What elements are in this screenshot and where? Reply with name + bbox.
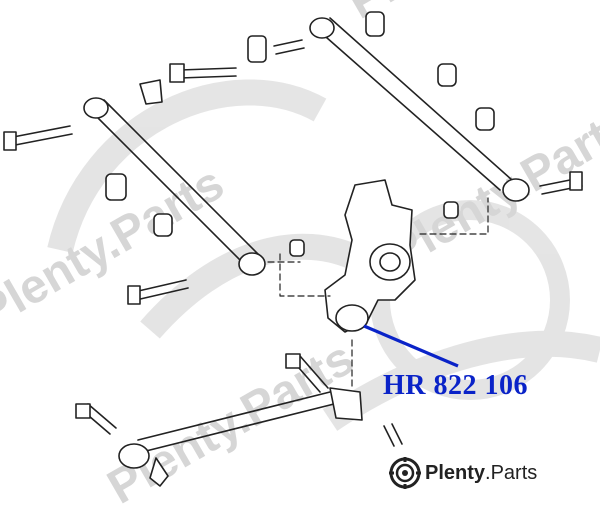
parts-drawing — [3, 11, 583, 487]
bolts — [3, 39, 583, 487]
gear-disc-icon — [389, 457, 421, 489]
callout-pointer — [363, 324, 459, 368]
rear-knuckle — [324, 179, 416, 333]
assembly-guides — [267, 197, 489, 389]
part-number-label: HR 822 106 — [383, 370, 528, 401]
brand-name: Plenty — [425, 462, 486, 484]
lower-lateral-rod — [118, 387, 363, 469]
upper-rear-link — [309, 17, 530, 202]
brand-wordmark: Plenty.Parts — [425, 462, 537, 485]
watermark-text: Plenty.Parts — [99, 332, 363, 514]
brand-suffix: .Parts — [485, 462, 538, 484]
left-lateral-link — [83, 97, 266, 276]
bushings — [105, 11, 495, 257]
